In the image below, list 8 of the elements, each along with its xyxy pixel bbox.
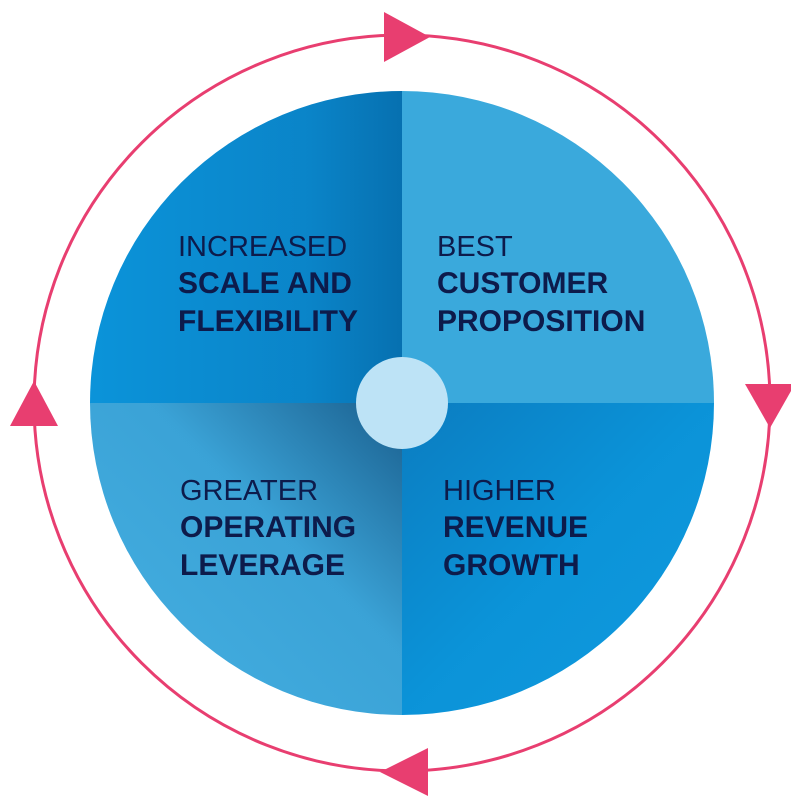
segment-heading: BEST <box>437 230 514 265</box>
segment-heading: GREATER <box>180 474 320 509</box>
segment-title: OPERATING LEVERAGE <box>180 510 358 584</box>
segment-title: REVENUE GROWTH <box>443 510 590 584</box>
segment-heading: HIGHER <box>443 474 557 509</box>
segment-title: CUSTOMER PROPOSITION <box>437 266 646 340</box>
segment-heading: INCREASED <box>178 230 348 265</box>
segment-title: SCALE AND FLEXIBILITY <box>178 266 359 340</box>
